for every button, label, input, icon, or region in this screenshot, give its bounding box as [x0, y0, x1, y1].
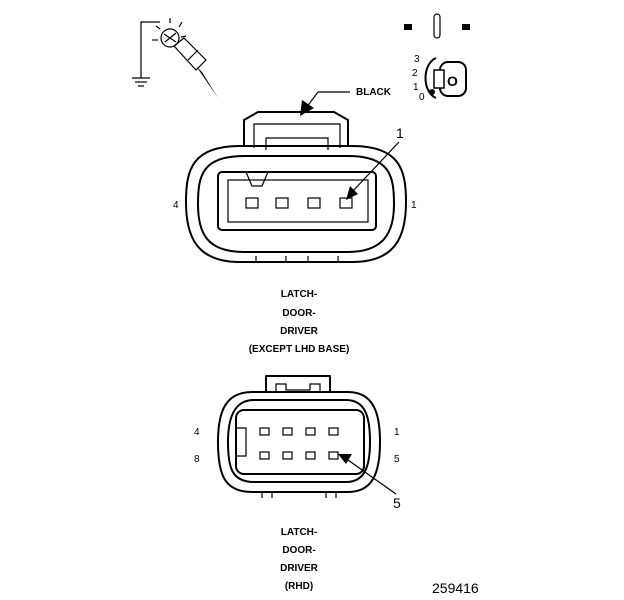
ignition-switch-icon: 3 2 1 0 O — [404, 13, 470, 103]
bottom-callout-arrow — [338, 454, 397, 495]
terminal — [339, 197, 353, 209]
ignition-position-0: 0 — [419, 92, 425, 103]
connector-color-label: BLACK — [356, 87, 392, 98]
bottom-callout: 5 — [393, 495, 401, 511]
top-callout-arrow — [346, 141, 400, 200]
terminal — [307, 197, 321, 209]
terminal — [305, 451, 316, 460]
ignition-position-3: 3 — [414, 54, 420, 65]
terminal — [282, 427, 293, 436]
top-caption-line-2: DOOR- — [282, 308, 315, 319]
ignition-position-2: 2 — [412, 68, 418, 79]
bottom-caption-line-4: (RHD) — [285, 581, 313, 592]
bottom-caption-line-2: DOOR- — [282, 545, 315, 556]
top-callout: 1 — [396, 125, 404, 141]
bottom-pin-top-left: 4 — [194, 427, 200, 438]
bottom-pin-top-right: 1 — [394, 427, 400, 438]
top-caption-line-1: LATCH- — [281, 289, 317, 300]
bottom-caption-line-1: LATCH- — [281, 527, 317, 538]
ignition-position-1: 1 — [413, 82, 419, 93]
terminal — [282, 451, 293, 460]
ignition-key-icon: O — [433, 61, 467, 97]
terminal — [328, 451, 339, 460]
bottom-caption-line-3: DRIVER — [280, 563, 319, 574]
terminal — [328, 427, 339, 436]
top-pin-right: 1 — [411, 200, 417, 211]
top-caption-line-3: DRIVER — [280, 326, 319, 337]
terminal — [259, 451, 270, 460]
test-light-probe-icon — [132, 18, 218, 98]
bottom-connector — [217, 375, 381, 498]
bottom-pin-bottom-left: 8 — [194, 454, 200, 465]
top-caption-line-4: (EXCEPT LHD BASE) — [249, 344, 350, 355]
ground-symbol-icon — [132, 77, 150, 87]
top-pin-left: 4 — [173, 200, 179, 211]
terminal — [275, 197, 289, 209]
bottom-pin-bottom-right: 5 — [394, 454, 400, 465]
top-connector — [185, 111, 407, 263]
terminal — [259, 427, 270, 436]
terminal — [245, 197, 259, 209]
figure-number: 259416 — [432, 580, 479, 596]
terminal — [305, 427, 316, 436]
ignition-key-label: O — [447, 73, 458, 89]
